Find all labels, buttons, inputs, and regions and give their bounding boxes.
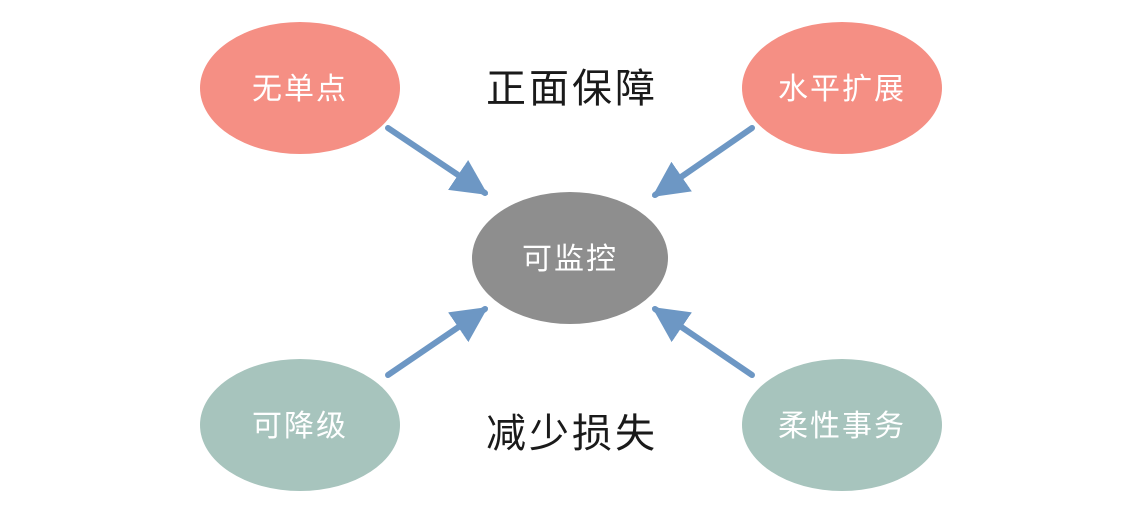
node-center-label: 可监控: [522, 242, 618, 277]
node-top-left-label: 无单点: [252, 72, 348, 107]
caption-bottom: 减少损失: [486, 411, 658, 457]
edge-top-left-to-center: [385, 125, 488, 196]
node-bottom-left: 可降级: [200, 359, 400, 491]
node-center: 可监控: [472, 192, 668, 324]
edges: [385, 125, 755, 378]
edge-bottom-right-to-center: [652, 306, 755, 378]
edge-bottom-left-to-center: [385, 306, 488, 378]
node-top-right-shape: [742, 22, 942, 154]
node-bottom-right: 柔性事务: [742, 359, 942, 491]
edge-top-right-to-center: [652, 125, 755, 198]
node-bottom-right-shape: [742, 359, 942, 491]
node-bottom-left-shape: [200, 359, 400, 491]
node-top-left-shape: [200, 22, 400, 154]
node-bottom-left-label: 可降级: [252, 409, 348, 444]
node-top-right-label: 水平扩展: [778, 72, 906, 107]
node-top-right: 水平扩展: [742, 22, 942, 154]
node-bottom-right-label: 柔性事务: [778, 409, 906, 444]
node-center-shape: [472, 192, 668, 324]
node-top-left: 无单点: [200, 22, 400, 154]
caption-top: 正面保障: [486, 66, 658, 112]
